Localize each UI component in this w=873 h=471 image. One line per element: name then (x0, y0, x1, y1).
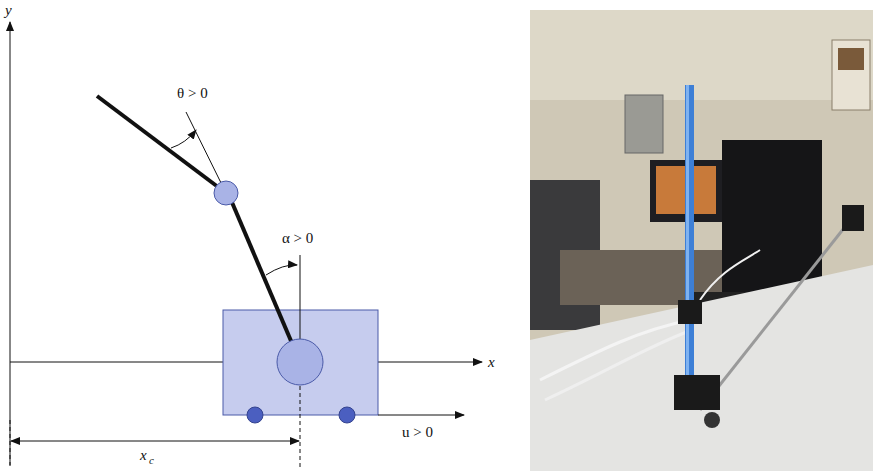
angle-label: θ > 0 (177, 86, 208, 101)
axis-label: y (5, 3, 12, 18)
angle-label: α > 0 (282, 231, 313, 246)
axis-label: x (488, 355, 495, 370)
input-label: u > 0 (402, 425, 433, 440)
dimension-label: x (140, 448, 147, 463)
dimension-subscript: c (149, 455, 154, 466)
